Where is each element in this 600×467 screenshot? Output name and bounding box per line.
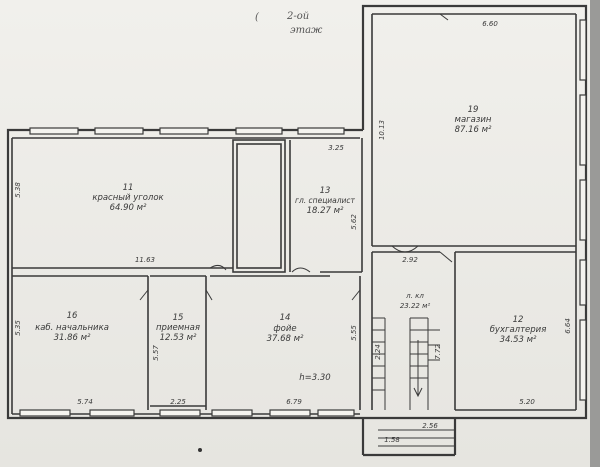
walls — [6, 4, 588, 457]
dim-7-72: 7.72 — [434, 344, 442, 360]
room-16-area: 31.86 м² — [54, 333, 91, 343]
dim-6-60: 6.60 — [482, 20, 498, 28]
room-16-name: каб. начальника — [35, 323, 109, 333]
door-13 — [291, 267, 311, 273]
dim-11-63: 11.63 — [135, 256, 155, 264]
corner-mark: ( — [255, 12, 260, 23]
dim-2-24: 2.24 — [374, 344, 382, 360]
room-12-number: 12 — [513, 315, 524, 325]
doors — [139, 13, 453, 301]
dim-5-74: 5.74 — [77, 398, 93, 406]
corner-note-line2: этаж — [290, 25, 323, 36]
dimensions: 5.38 11.63 3.25 5.62 5.35 5.74 5.57 2.25… — [14, 20, 572, 444]
room-13-area: 18.27 м² — [307, 206, 344, 216]
dim-2-25: 2.25 — [170, 398, 186, 406]
inner-walls — [11, 13, 577, 415]
room-19-name: магазин — [455, 115, 492, 125]
dim-2-56: 2.56 — [422, 422, 438, 430]
dim-3-25: 3.25 — [328, 144, 344, 152]
room-11-name: красный уголок — [92, 193, 164, 203]
dim-6-64: 6.64 — [564, 318, 572, 334]
door-19-top — [439, 13, 449, 21]
dim-5-62: 5.62 — [350, 214, 358, 230]
staircase — [372, 317, 455, 447]
room-15-number: 15 — [173, 313, 184, 323]
dim-1-58: 1.58 — [384, 436, 400, 444]
room-labels: 11 красный уголок 64.90 м² 13 гл. специа… — [35, 105, 546, 383]
corner-note-line1: 2-ой — [286, 11, 309, 22]
door-stairs — [439, 251, 453, 263]
door-15 — [205, 289, 213, 301]
wall-pier-inner — [236, 143, 282, 269]
dim-5-57: 5.57 — [152, 345, 160, 361]
door-11 — [209, 264, 227, 271]
room-11-area: 64.90 м² — [110, 203, 147, 213]
room-16-number: 16 — [67, 311, 78, 321]
room-11-number: 11 — [123, 183, 134, 193]
paper-edge-shadow — [590, 0, 600, 467]
outer-wall-right — [361, 4, 588, 420]
dim-5-55: 5.55 — [350, 325, 358, 341]
ink-dot — [198, 448, 202, 452]
room-19-number: 19 — [468, 105, 479, 115]
room-14-name: фойе — [273, 324, 296, 334]
room-13-name: гл. специалист — [295, 196, 356, 205]
dim-10-13: 10.13 — [378, 120, 386, 140]
room-15-name: приемная — [156, 323, 200, 333]
door-foyer — [351, 289, 361, 301]
room-14-area: 37.68 м² — [267, 334, 304, 344]
room-12-area: 34.53 м² — [500, 335, 537, 345]
room-12-name: бухгалтерия — [490, 325, 547, 335]
room-stair-area: 23.22 м² — [400, 302, 431, 310]
windows — [19, 19, 587, 417]
dim-5-35: 5.35 — [14, 320, 22, 336]
stair-arrowhead — [413, 387, 423, 398]
dim-6-79: 6.79 — [286, 398, 302, 406]
room-14-number: 14 — [280, 313, 291, 323]
room-stair-number: л. кл — [405, 292, 424, 300]
ceiling-height: h=3.30 — [299, 373, 330, 383]
wall-pier — [232, 139, 286, 273]
dim-5-38: 5.38 — [14, 182, 22, 198]
dim-2-92: 2.92 — [402, 256, 418, 264]
room-19-area: 87.16 м² — [455, 125, 492, 135]
dim-5-20: 5.20 — [519, 398, 535, 406]
room-13-number: 13 — [320, 186, 331, 196]
door-19 — [391, 245, 419, 253]
room-15-area: 12.53 м² — [160, 333, 197, 343]
door-16 — [139, 289, 149, 301]
